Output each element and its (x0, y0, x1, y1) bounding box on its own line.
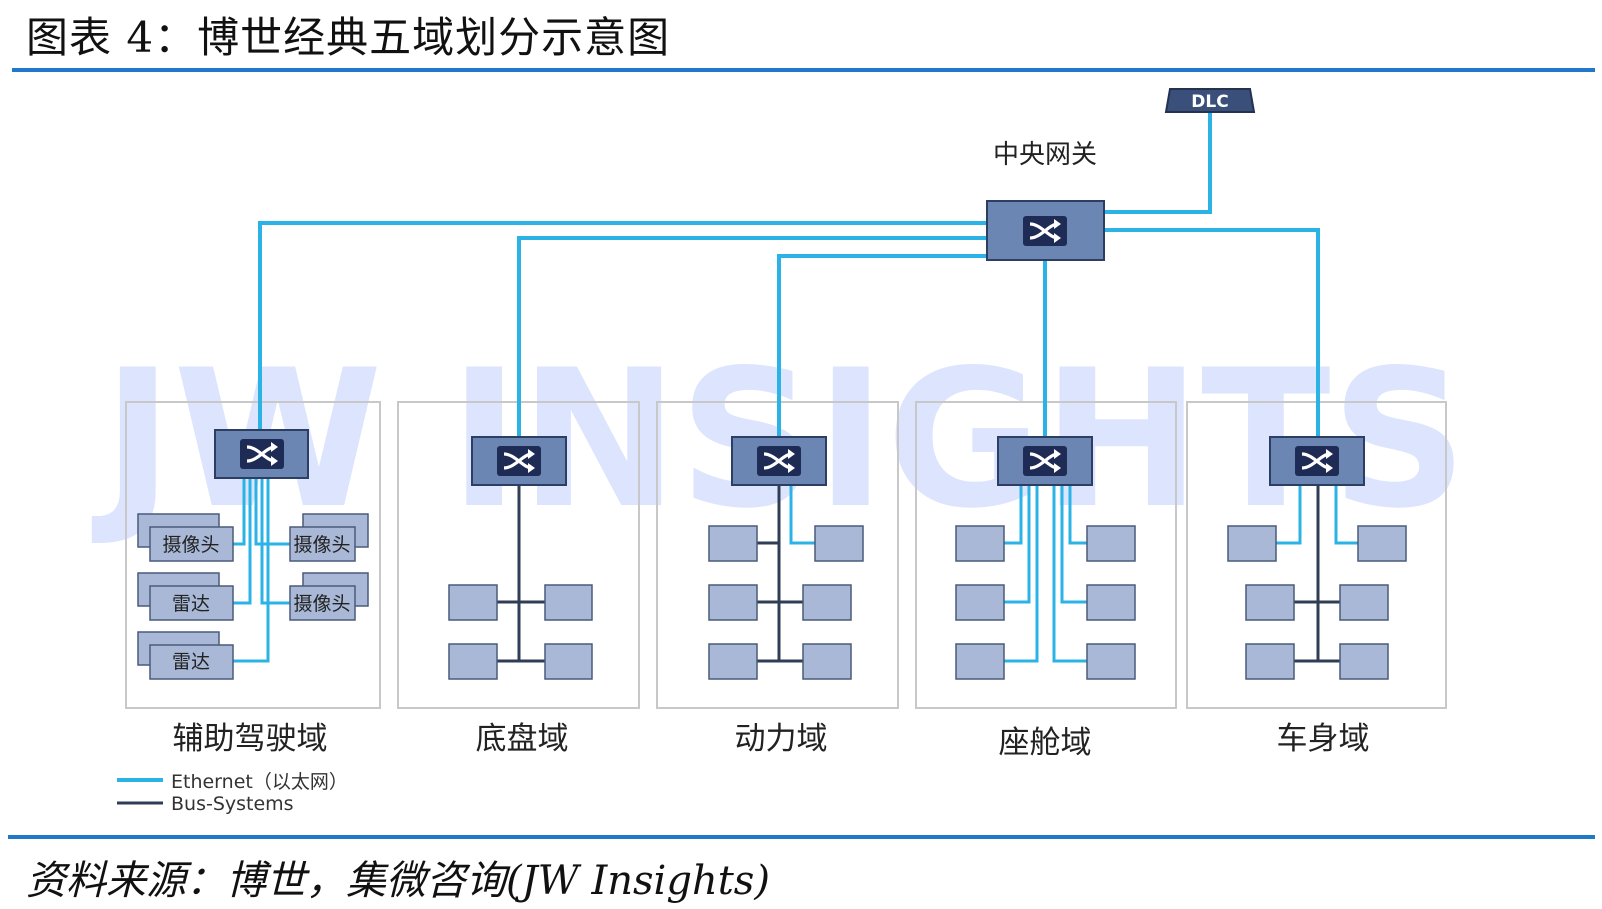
gateway-label: 中央网关 (993, 140, 1097, 170)
adas-device-label: 雷达 (172, 651, 210, 673)
switch-icon (495, 444, 543, 478)
adas-ethernet-links (233, 478, 290, 663)
chassis-ecu-nodes (448, 584, 593, 680)
bottom-rule (8, 835, 1595, 839)
adas-device-label: 摄像头 (162, 534, 219, 556)
central-gateway-switch (986, 200, 1105, 261)
body-ecu-nodes (1227, 525, 1407, 680)
domain-label-body: 车身域 (1277, 721, 1370, 757)
dlc-label: DLC (1191, 92, 1228, 112)
switch-icon (1021, 214, 1069, 248)
ethernet-links (258, 112, 1320, 437)
domain-label-chassis: 底盘域 (476, 721, 569, 757)
switch-icon (1293, 444, 1341, 478)
cockpit-ecu-nodes (955, 525, 1136, 680)
switch-icon (238, 437, 286, 471)
adas-device-label: 摄像头 (293, 534, 350, 556)
powertrain-ecu-nodes (708, 525, 864, 680)
switch-icon (1021, 444, 1069, 478)
dlc-connector: DLC (1164, 88, 1256, 113)
powertrain-ethernet-link (789, 485, 815, 545)
chassis-domain-switch (471, 436, 567, 486)
cockpit-domain-switch (997, 436, 1093, 486)
figure-title: 图表 4：博世经典五域划分示意图 (26, 13, 671, 62)
legend-label-bus: Bus-Systems (171, 793, 294, 815)
adas-device-label: 雷达 (172, 593, 210, 615)
switch-icon (755, 444, 803, 478)
domain-frame-adas (125, 401, 381, 709)
domain-label-powertrain: 动力域 (735, 721, 828, 757)
chassis-bus (497, 485, 545, 663)
body-ethernet-links (1276, 485, 1358, 545)
domain-label-adas: 辅助驾驶域 (173, 721, 328, 757)
adas-domain-switch (214, 429, 309, 479)
legend: Ethernet（以太网） Bus-Systems (117, 771, 348, 815)
powertrain-bus (757, 485, 803, 663)
adas-device-nodes (137, 513, 369, 680)
legend-label-ethernet: Ethernet（以太网） (171, 771, 348, 793)
domain-label-cockpit: 座舱域 (999, 725, 1092, 761)
powertrain-domain-switch (731, 436, 827, 486)
body-domain-switch (1269, 436, 1365, 486)
body-bus (1294, 485, 1340, 663)
adas-device-label: 摄像头 (293, 593, 350, 615)
cockpit-ethernet-links (1004, 485, 1087, 663)
figure-source: 资料来源：博世，集微咨询(JW Insights) (26, 858, 770, 904)
top-rule (12, 68, 1595, 72)
